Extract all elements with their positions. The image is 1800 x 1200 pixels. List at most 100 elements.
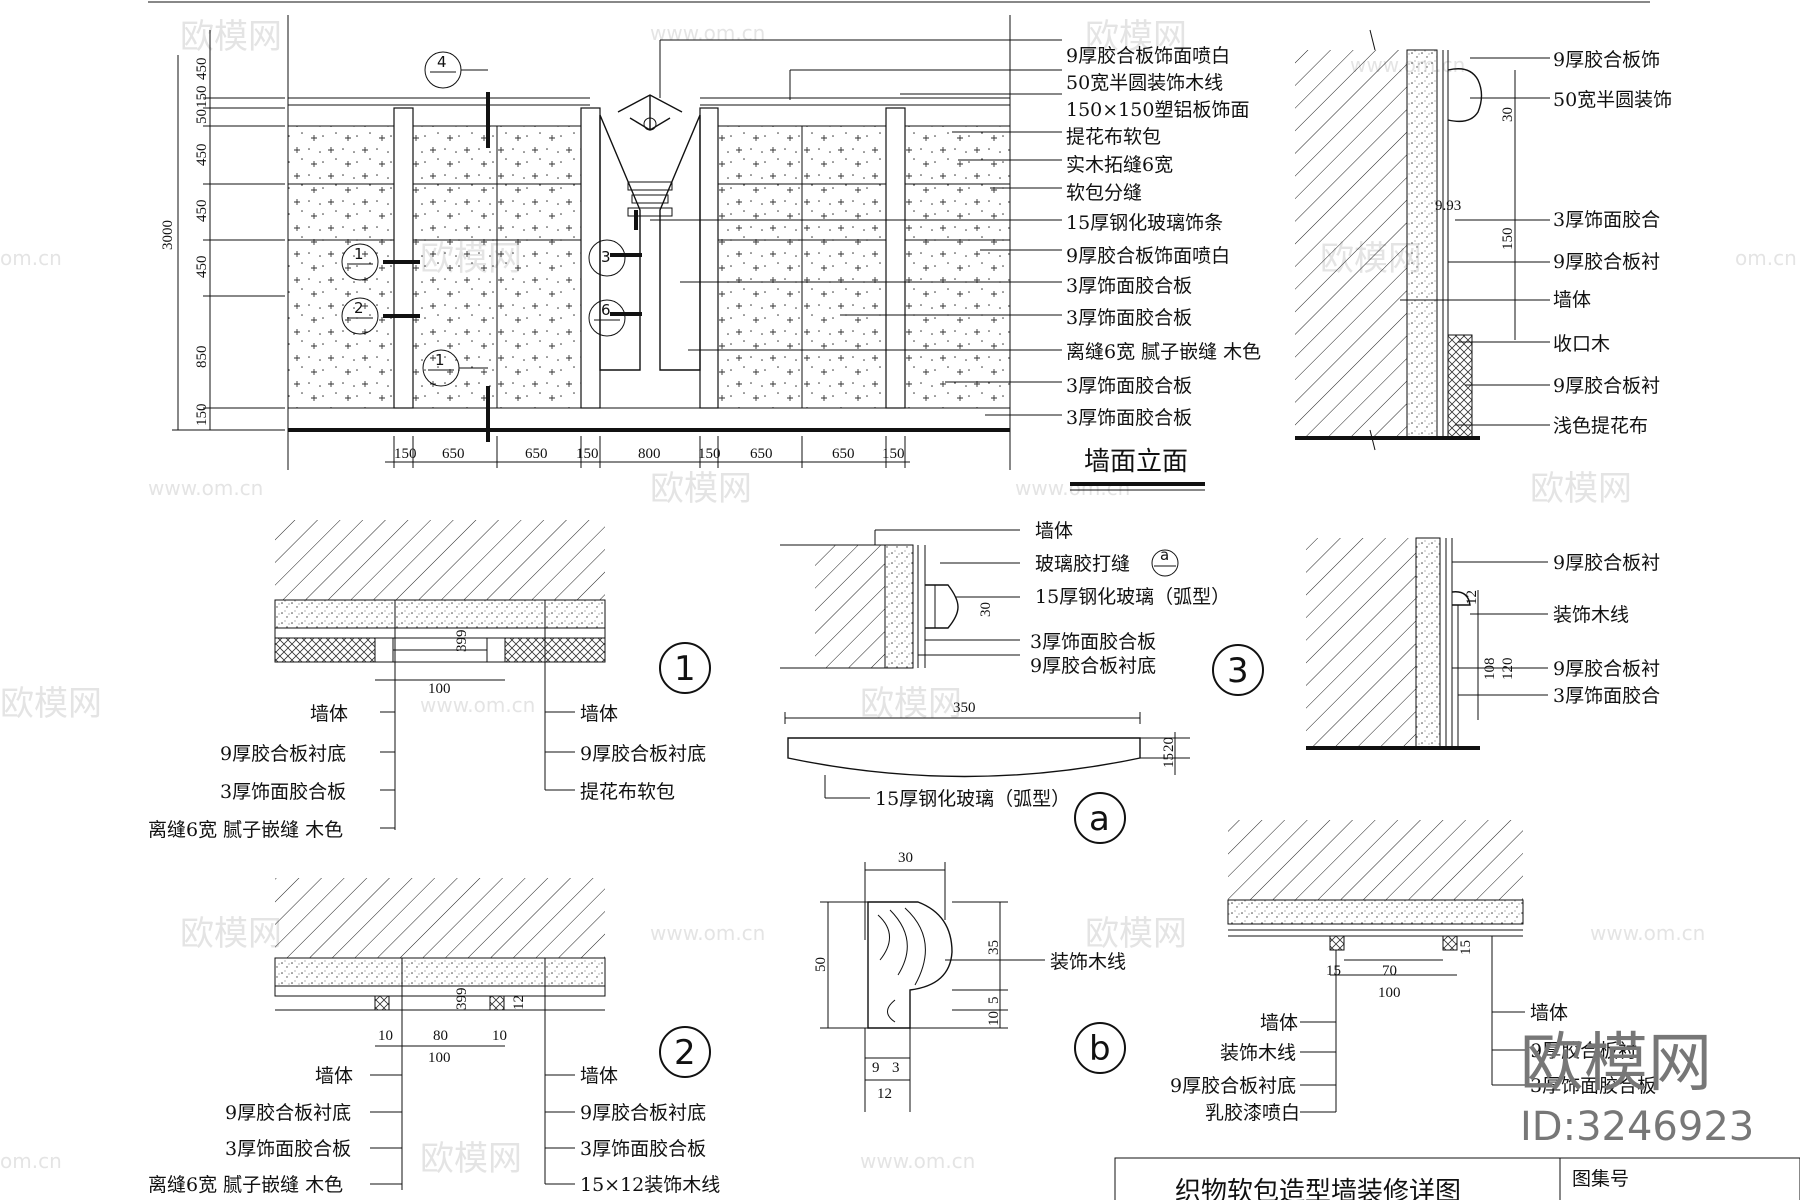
dim-height: 850 <box>194 346 210 369</box>
dim-label: 50 <box>813 957 829 972</box>
dim-height: 150 <box>194 86 210 109</box>
svg-text:4: 4 <box>437 53 447 71</box>
watermark-logo: 欧模网 <box>650 469 752 509</box>
dim-label: 30 <box>1500 107 1516 122</box>
callout-label: 软包分缝 <box>1066 182 1142 204</box>
dim-label: 9 <box>872 1060 880 1076</box>
callout-label: 3厚饰面胶合 <box>1553 685 1660 707</box>
dim-height: 150 <box>194 404 210 427</box>
callout-label: 墙体 <box>580 703 618 725</box>
dim-width: 650 <box>525 446 548 462</box>
dim-width: 650 <box>832 446 855 462</box>
callout-label: 3厚饰面胶合板 <box>1530 1075 1656 1097</box>
callout-label: 提花布软包 <box>1066 126 1161 148</box>
watermark-logo: 欧模网 <box>1085 17 1187 57</box>
dim-label: 120 <box>1500 658 1516 681</box>
callout-label: 9厚胶合板衬 <box>1553 251 1660 273</box>
watermark-logo: 欧模网 <box>860 684 962 724</box>
dim-height: 50 <box>194 109 210 124</box>
brand-mark: 欧模网 ID:3246923 <box>1520 1027 1754 1150</box>
dim-height: 450 <box>194 200 210 223</box>
callout-label: 50宽半圆装饰 <box>1553 89 1672 111</box>
dim-label: 80 <box>433 1028 448 1044</box>
callout-label: 3厚饰面胶合 <box>1553 209 1660 231</box>
section-marker: 1 <box>422 349 488 387</box>
detail-number: 1 <box>674 649 696 689</box>
svg-text:6: 6 <box>601 301 611 319</box>
dim-label: 3 <box>892 1060 900 1076</box>
detail-number: 3 <box>1227 651 1249 691</box>
elevation-title: 墙面立面 <box>1084 447 1188 477</box>
watermark-url: www.om.cn <box>420 693 535 717</box>
callout-label: 9厚胶合板衬 <box>1530 1040 1637 1062</box>
callout-label: 9厚胶合板饰 <box>1553 49 1660 71</box>
brand-id: ID:3246923 <box>1520 1104 1754 1150</box>
watermark-url: om.cn <box>1735 246 1797 270</box>
dim-label: 100 <box>1378 985 1401 1001</box>
callout-label: 墙体 <box>1553 289 1591 311</box>
watermark-logo: 欧模网 <box>180 914 282 954</box>
detail-3: 墙体 玻璃胶打缝 15厚钢化玻璃（弧型） 3厚饰面胶合板 9厚胶合板衬底 a 3… <box>780 520 1264 696</box>
watermark-url: www.om.cn <box>1590 921 1705 945</box>
watermark-logo: 欧模网 <box>180 17 282 57</box>
section-detail-top-right: 9厚胶合板饰 50宽半圆装饰 3厚饰面胶合 9厚胶合板衬 墙体 收口木 9厚胶合… <box>1295 29 1672 451</box>
callout-label: 9厚胶合板衬 <box>1553 658 1660 680</box>
callout-label: 15厚钢化玻璃饰条 <box>1066 212 1223 234</box>
detail-2: 10 80 10 100 399 12 2 墙体 9厚胶合板衬底 3厚饰面胶合板… <box>148 878 720 1196</box>
svg-text:3: 3 <box>601 248 611 266</box>
watermark-url: www.om.cn <box>1015 476 1130 500</box>
dim-label: 399 <box>454 988 470 1011</box>
dim-width: 650 <box>750 446 773 462</box>
callout-label: 3厚饰面胶合板 <box>580 1138 706 1160</box>
callout-label: 3厚饰面胶合板 <box>1066 275 1192 297</box>
callout-label: 提花布软包 <box>580 781 675 803</box>
watermark-logo: 欧模网 <box>0 684 102 724</box>
callout-label: 9厚胶合板饰面喷白 <box>1066 45 1230 67</box>
callout-label: 收口木 <box>1553 333 1610 355</box>
callout-label: 50宽半圆装饰木线 <box>1066 72 1223 94</box>
detail-1: 100 399 1 墙体 9厚胶合板衬底 3厚饰面胶合板 离缝6宽 腻子嵌缝 木… <box>148 520 711 841</box>
callout-label: 9厚胶合板饰面喷白 <box>1066 245 1230 267</box>
dim-overall-height: 3000 <box>160 220 176 250</box>
svg-text:2: 2 <box>354 299 364 317</box>
section-marker: 3 <box>588 239 626 277</box>
callout-label: 3厚饰面胶合板 <box>225 1138 351 1160</box>
dim-label: 100 <box>428 681 451 697</box>
dim-label: 100 <box>428 1050 451 1066</box>
section-marker: 1 <box>341 243 379 281</box>
section-detail-mid-right: 12 108 120 9厚胶合板衬 装饰木线 9厚胶合板衬 3厚饰面胶合 <box>1306 537 1660 750</box>
callout-label: 15厚钢化玻璃（弧型） <box>1035 586 1230 608</box>
detail-a: 350 15 20 15厚钢化玻璃（弧型） a <box>784 700 1190 844</box>
callout-label: 墙体 <box>1260 1012 1298 1034</box>
wall-elevation: 4 1 2 1 3 6 <box>148 1 1650 491</box>
dim-label: 30 <box>978 602 994 617</box>
callout-label: 15厚钢化玻璃（弧型） <box>875 788 1070 810</box>
dim-width: 150 <box>882 446 905 462</box>
watermark-url: www.om.cn <box>650 21 765 45</box>
callout-label: 离缝6宽 腻子嵌缝 木色 <box>148 1174 343 1196</box>
dim-label: 399 <box>454 630 470 653</box>
section-marker: 4 <box>424 51 488 89</box>
dim-label: 10 <box>492 1028 507 1044</box>
dim-label: 15 <box>1161 753 1177 768</box>
callout-label: 9厚胶合板衬 <box>1553 552 1660 574</box>
dim-label: 15 <box>1458 940 1474 955</box>
dim-label: 350 <box>953 700 976 716</box>
callout-label: 离缝6宽 腻子嵌缝 木色 <box>1066 341 1261 363</box>
watermark-url: www.om.cn <box>148 476 263 500</box>
watermark-logo: 欧模网 <box>1085 914 1187 954</box>
callout-label: 墙体 <box>1035 520 1073 542</box>
callout-label: 150×150塑铝板饰面 <box>1066 99 1249 121</box>
detail-number: a <box>1089 799 1110 839</box>
callout-label: 装饰木线 <box>1050 951 1126 973</box>
drawing-title: 织物软包造型墙装修详图 <box>1175 1177 1461 1200</box>
watermark-url: om.cn <box>0 246 62 270</box>
svg-text:1: 1 <box>435 351 445 369</box>
watermark-url: www.om.cn <box>860 1149 975 1173</box>
dim-label: 108 <box>1482 658 1498 681</box>
callout-label: 3厚饰面胶合板 <box>1030 631 1156 653</box>
callout-label: 9厚胶合板衬底 <box>1170 1075 1296 1097</box>
section-marker: 2 <box>341 297 379 335</box>
